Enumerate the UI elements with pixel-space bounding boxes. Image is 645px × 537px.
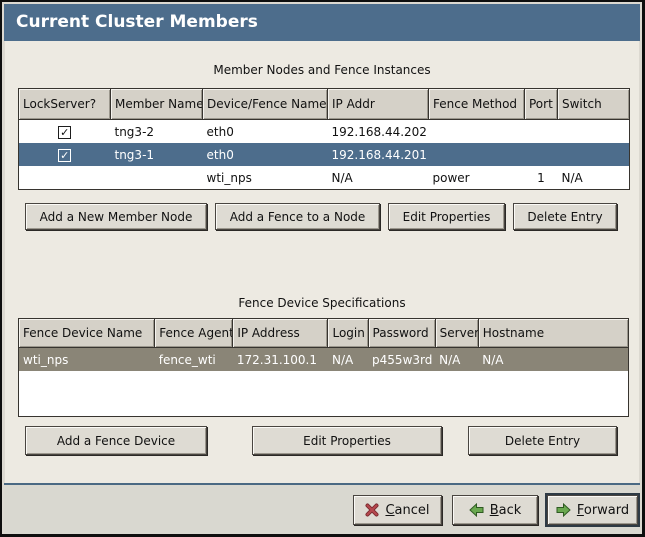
device-fence-name-cell: wti_nps <box>202 166 328 190</box>
fence-devices-table: Fence Device Name Fence Agent IP Address… <box>18 318 630 417</box>
check-icon: ✓ <box>60 148 70 162</box>
device-fence-name-cell: eth0 <box>202 119 328 143</box>
footer-action-area <box>4 485 640 534</box>
back-arrow-icon <box>468 503 484 517</box>
column-header-login[interactable]: Login <box>327 318 369 348</box>
lockserver-checkbox[interactable]: ✓ <box>58 125 72 139</box>
column-header-fence-device-name[interactable]: Fence Device Name <box>18 318 156 348</box>
table-row-wti-nps-device[interactable]: wti_nps fence_wti 172.31.100.1 N/A p455w… <box>18 347 629 371</box>
column-header-fence-agent[interactable]: Fence Agent <box>154 318 234 348</box>
lockserver-cell: ✓ <box>18 119 111 143</box>
forward-button[interactable]: Forward <box>547 495 638 525</box>
ip-addr-cell: 192.168.44.202 <box>327 119 429 143</box>
ip-addr-cell: N/A <box>327 166 429 190</box>
member-name-cell: tng3-1 <box>110 143 203 166</box>
switch-cell <box>557 119 630 143</box>
column-header-port[interactable]: Port <box>524 88 558 120</box>
fence-method-cell <box>428 119 525 143</box>
column-header-hostname[interactable]: Hostname <box>478 318 630 348</box>
fence-table-header-row: Fence Device Name Fence Agent IP Address… <box>18 318 630 348</box>
column-header-server[interactable]: Server <box>435 318 479 348</box>
fence-device-name-cell: wti_nps <box>18 347 155 371</box>
back-label: Back <box>489 502 522 518</box>
member-nodes-table: LockServer? Member Name Device/Fence Nam… <box>18 88 630 190</box>
add-fence-device-button[interactable]: Add a Fence Device <box>25 426 207 455</box>
login-cell: N/A <box>327 347 369 371</box>
add-member-node-button[interactable]: Add a New Member Node <box>25 203 207 230</box>
member-name-cell <box>110 166 203 190</box>
check-icon: ✓ <box>60 125 70 139</box>
port-cell <box>524 143 558 166</box>
fence-table-caption: Fence Device Specifications <box>238 296 406 310</box>
switch-cell <box>557 143 630 166</box>
fence-agent-cell: fence_wti <box>154 347 233 371</box>
column-header-switch[interactable]: Switch <box>557 88 630 120</box>
page-title: Current Cluster Members <box>4 4 640 41</box>
fence-delete-entry-button[interactable]: Delete Entry <box>468 426 617 455</box>
column-header-fence-method[interactable]: Fence Method <box>428 88 525 120</box>
column-header-device-fence-name[interactable]: Device/Fence Name <box>202 88 328 120</box>
column-header-password[interactable]: Password <box>368 318 436 348</box>
column-header-ip-address[interactable]: IP Address <box>232 318 329 348</box>
forward-arrow-icon <box>556 503 571 517</box>
cancel-button[interactable]: Cancel <box>353 495 442 525</box>
member-table-header-row: LockServer? Member Name Device/Fence Nam… <box>18 88 630 120</box>
table-row-tng3-2[interactable]: ✓ tng3-2 eth0 192.168.44.202 <box>18 119 630 143</box>
ip-address-cell: 172.31.100.1 <box>232 347 328 371</box>
switch-cell: N/A <box>557 166 630 190</box>
fence-method-cell: power <box>428 166 525 190</box>
lockserver-cell: ✓ <box>18 143 111 166</box>
column-header-lockserver[interactable]: LockServer? <box>18 88 111 120</box>
member-edit-properties-button[interactable]: Edit Properties <box>388 203 505 230</box>
fence-method-cell <box>428 143 525 166</box>
member-delete-entry-button[interactable]: Delete Entry <box>513 203 617 230</box>
member-table-caption: Member Nodes and Fence Instances <box>213 63 431 77</box>
fence-edit-properties-button[interactable]: Edit Properties <box>252 426 442 455</box>
empty-table-area <box>18 371 629 417</box>
forward-label: Forward <box>576 502 630 518</box>
table-row-wti-nps-instance[interactable]: wti_nps N/A power 1 N/A <box>18 166 630 190</box>
cancel-label: Cancel <box>385 502 430 518</box>
column-header-ip-addr[interactable]: IP Addr <box>327 88 429 120</box>
hostname-cell: N/A <box>478 347 629 371</box>
add-fence-to-node-button[interactable]: Add a Fence to a Node <box>215 203 380 230</box>
member-name-cell: tng3-2 <box>110 119 203 143</box>
cancel-x-icon <box>365 503 379 517</box>
lockserver-cell <box>18 166 111 190</box>
ip-addr-cell: 192.168.44.201 <box>327 143 429 166</box>
column-header-member-name[interactable]: Member Name <box>110 88 203 120</box>
device-fence-name-cell: eth0 <box>202 143 328 166</box>
back-button[interactable]: Back <box>452 495 538 525</box>
server-cell: N/A <box>435 347 479 371</box>
port-cell: 1 <box>524 166 558 190</box>
password-cell: p455w3rd <box>368 347 436 371</box>
port-cell <box>524 119 558 143</box>
table-row-tng3-1-selected[interactable]: ✓ tng3-1 eth0 192.168.44.201 <box>18 143 630 166</box>
footer-separator <box>4 483 640 485</box>
lockserver-checkbox[interactable]: ✓ <box>58 148 72 162</box>
